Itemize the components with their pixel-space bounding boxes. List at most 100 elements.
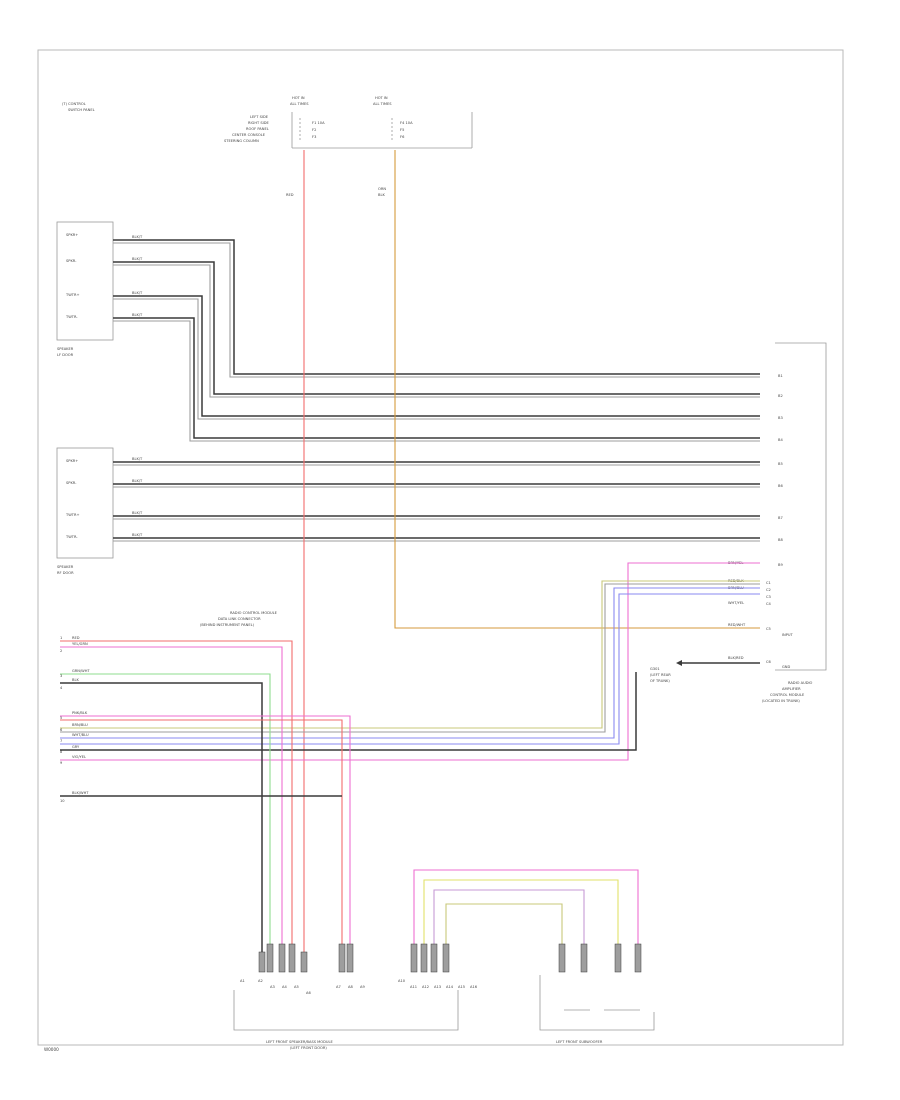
bottom-pin: A9 [360,985,365,989]
wire-label: BLK/T [132,457,143,461]
bottom-pin: A4 [282,985,287,989]
conn-wire-black [60,682,263,972]
speaker-unit-lf-pin: TWTR- [65,315,78,319]
bottom-pin: A8 [348,985,353,989]
wire-lf-3 [113,261,760,395]
conn-wire-red-2 [60,719,343,972]
conn-wire-pink-2 [60,715,351,972]
bottom-module-left: LEFT FRONT SPEAKER/BASS MODULE (LEFT FRO… [233,990,459,1050]
conn-pin: 8 [60,750,63,754]
right-module-pin: B9 [778,563,783,567]
upper-speaker-bundle: BLK/T BLK/T BLK/T BLK/T [113,235,760,442]
conn-wire-label: GRY [72,745,80,749]
bottom-pin: A10 [398,979,406,983]
bottom-module-right-outline [539,975,655,1031]
right-module-outline [775,342,827,671]
stub [278,943,286,973]
conn-pin: 2 [60,649,62,653]
ground-label-2: (LEFT REAR [650,673,671,677]
speaker-unit-rf-pin: TWTR+ [65,513,79,517]
stub [580,943,588,973]
conn-wire-green [60,673,271,972]
input-wire-pink [60,562,760,761]
right-module-pin: B8 [778,538,783,542]
right-module-name-2: AMPLIFIER [782,687,801,691]
orange-feed-label-2: BLK [378,193,385,197]
bottom-connector-stubs [258,943,642,973]
left-connector-wires: RED YEL/GRN GRN/WHT BLK PNK/BLK BRN/BLU … [60,636,351,972]
speaker-unit-lf-box [56,221,114,341]
wire-label: BLK/T [132,533,143,537]
sub-wire-violet [433,889,585,972]
right-module-pin: B2 [778,394,783,398]
orange-feed-wire [394,150,760,629]
ground-label: G301 [650,667,660,671]
bottom-pin: A15 [458,985,465,989]
bottom-pin: A2 [258,979,263,983]
mid-note: RADIO CONTROL MODULE [230,611,278,615]
stub [420,943,428,973]
bottom-pin: A11 [410,985,417,989]
bottom-pin: A7 [336,985,341,989]
mid-note-2: DATA LINK CONNECTOR [218,617,261,621]
speaker-unit-rf-box [56,447,114,559]
right-module-pin: B6 [778,484,783,488]
conn-pin: 10 [60,799,65,803]
bottom-pin: A1 [240,979,245,983]
right-module-input-pin: C2 [766,588,771,592]
bottom-module-right-name: LEFT FRONT SUBWOOFER [556,1040,603,1044]
right-module-input-pin: C1 [766,581,771,585]
right-module-name-3: CONTROL MODULE [770,693,805,697]
input-label: RED/WHT [728,623,746,627]
ground-arrow [676,660,682,666]
lower-speaker-bundle: BLK/T BLK/T BLK/T BLK/T [113,457,760,542]
stub [614,943,622,973]
top-left-note-2: SWITCH PANEL [68,108,95,112]
right-module-input-pin: C4 [766,602,772,606]
conn-pin: 4 [60,686,63,690]
fuse-label: CENTER CONSOLE [232,133,266,137]
wire-label: BLK/T [132,257,143,261]
speaker-unit-lf-pin: TWTR+ [65,293,79,297]
bottom-pin: A5 [294,985,299,989]
conn-wire-label: RED [72,636,80,640]
conn-pin: 3 [60,674,62,678]
fuse-2: F2 [312,128,316,132]
speaker-unit-rf-pin: SPKR+ [66,459,78,463]
conn-pin: 5 [60,716,62,720]
conn-pin: 7 [60,739,62,743]
conn-pin: 6 [60,728,63,732]
wire-label: BLK/T [132,511,143,515]
fuse-block-1-header-2: ALL TIMES [290,102,309,106]
stub [410,943,418,973]
orange-feed-label: ORN [378,187,386,191]
fuse-3: F3 [312,135,316,139]
conn-wire-pink [60,646,283,972]
fuse-label: RIGHT SIDE [248,121,269,125]
speaker-unit-rf-name: SPEAKER [57,565,74,569]
wire-label: BLK/T [132,291,143,295]
input-wire-olive [60,580,760,729]
bottom-pin: A12 [422,985,429,989]
input-label: WHT/YEL [728,601,744,605]
bottom-pin-labels: A1 A2 A3 A4 A5 A6 A7 A8 A9 A10 A11 A12 A… [240,979,478,995]
bottom-pin: A13 [434,985,441,989]
stub [346,943,354,973]
footer-code: W0000 [44,1047,59,1052]
bottom-pin: A3 [270,985,275,989]
right-module-pin: B5 [778,462,783,466]
right-module-sub-label: GND [782,665,790,669]
fuse-4: F4 10A [400,121,413,125]
stub [634,943,642,973]
wire-label: BLK/T [132,479,143,483]
speaker-unit-lf-pin: SPKR+ [66,233,78,237]
conn-wire-label: BRN/BLU [72,723,88,727]
sub-wire-pink [413,869,639,972]
bottom-pin: A16 [470,985,478,989]
right-module-pin: B3 [778,416,783,420]
conn-wire-label: GRN/WHT [72,669,90,673]
bottom-module-left-name: LEFT FRONT SPEAKER/BASS MODULE [266,1040,334,1044]
speaker-unit-rf-pin: TWTR- [65,535,78,539]
conn-pin: 9 [60,761,63,765]
